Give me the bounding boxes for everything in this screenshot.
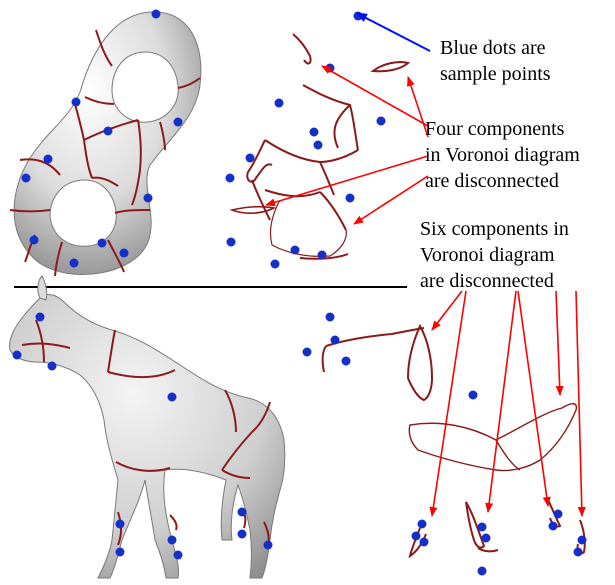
sample-point-icon xyxy=(152,10,161,19)
sample-point-icon xyxy=(291,246,300,255)
red-arrow-icon xyxy=(576,291,582,516)
red-arrow-icon xyxy=(556,291,560,395)
annotation-line: are disconnected xyxy=(420,268,569,294)
sample-point-icon xyxy=(36,313,45,322)
bottom-voronoi-sample-points xyxy=(303,313,587,576)
annotation-line: in Voronoi diagram xyxy=(425,142,580,168)
sample-point-icon xyxy=(116,548,125,557)
sample-point-icon xyxy=(303,348,312,357)
bottom-voronoi-diagram xyxy=(323,326,585,556)
red-arrow-icon xyxy=(488,291,516,512)
red-arrow-icon xyxy=(432,291,466,516)
top-voronoi-sample-points xyxy=(226,12,386,269)
annotation-line: Six components in xyxy=(420,216,569,242)
sample-point-icon xyxy=(314,141,323,150)
sample-point-icon xyxy=(318,251,327,260)
sample-point-icon xyxy=(144,194,153,203)
annotation-line: sample points xyxy=(440,61,551,87)
red-arrow-icon xyxy=(518,291,548,506)
genus-two-surface xyxy=(10,12,201,276)
bottom-red-arrows xyxy=(432,291,582,516)
sample-point-icon xyxy=(482,534,491,543)
sample-point-icon xyxy=(44,155,53,164)
blue-dots-annotation: Blue dots are sample points xyxy=(440,35,551,87)
sample-point-icon xyxy=(331,336,340,345)
sample-point-icon xyxy=(48,362,57,371)
sample-point-icon xyxy=(98,239,107,248)
red-arrow-icon xyxy=(432,291,462,330)
sample-point-icon xyxy=(310,128,319,137)
sample-point-icon xyxy=(246,154,255,163)
sample-point-icon xyxy=(116,520,125,529)
sample-point-icon xyxy=(264,541,273,550)
sample-point-icon xyxy=(227,238,236,247)
sample-point-icon xyxy=(174,551,183,560)
sample-point-icon xyxy=(469,391,478,400)
sample-point-icon xyxy=(574,548,583,557)
blue-arrow-icon xyxy=(364,17,430,51)
sample-point-icon xyxy=(478,523,487,532)
sample-point-icon xyxy=(120,249,129,258)
sample-point-icon xyxy=(168,536,177,545)
sample-point-icon xyxy=(412,532,421,541)
annotation-line: Voronoi diagram xyxy=(420,242,569,268)
red-arrow-icon xyxy=(322,66,428,126)
sample-point-icon xyxy=(275,99,284,108)
sample-point-icon xyxy=(554,510,563,519)
sample-point-icon xyxy=(342,357,351,366)
sample-point-icon xyxy=(549,522,558,531)
annotation-line: are disconnected xyxy=(425,168,580,194)
sample-point-icon xyxy=(420,538,429,547)
sample-point-icon xyxy=(238,508,247,517)
sample-point-icon xyxy=(70,259,79,268)
sample-point-icon xyxy=(418,520,427,529)
sample-point-icon xyxy=(326,313,335,322)
sample-point-icon xyxy=(354,12,363,21)
sample-point-icon xyxy=(226,174,235,183)
annotation-line: Four components xyxy=(425,116,580,142)
red-arrow-icon xyxy=(354,176,428,224)
sample-point-icon xyxy=(377,117,386,126)
sample-point-icon xyxy=(578,536,587,545)
sample-point-icon xyxy=(168,393,177,402)
sample-point-icon xyxy=(13,351,22,360)
annotation-line: Blue dots are xyxy=(440,35,551,61)
sample-point-icon xyxy=(478,567,487,576)
four-components-annotation: Four components in Voronoi diagram are d… xyxy=(425,116,580,194)
sample-point-icon xyxy=(271,260,280,269)
sample-point-icon xyxy=(174,118,183,127)
sample-point-icon xyxy=(72,98,81,107)
sample-point-icon xyxy=(22,174,31,183)
six-components-annotation: Six components in Voronoi diagram are di… xyxy=(420,216,569,294)
sample-point-icon xyxy=(30,236,39,245)
sample-point-icon xyxy=(346,194,355,203)
sample-point-icon xyxy=(104,127,113,136)
sample-point-icon xyxy=(238,530,247,539)
